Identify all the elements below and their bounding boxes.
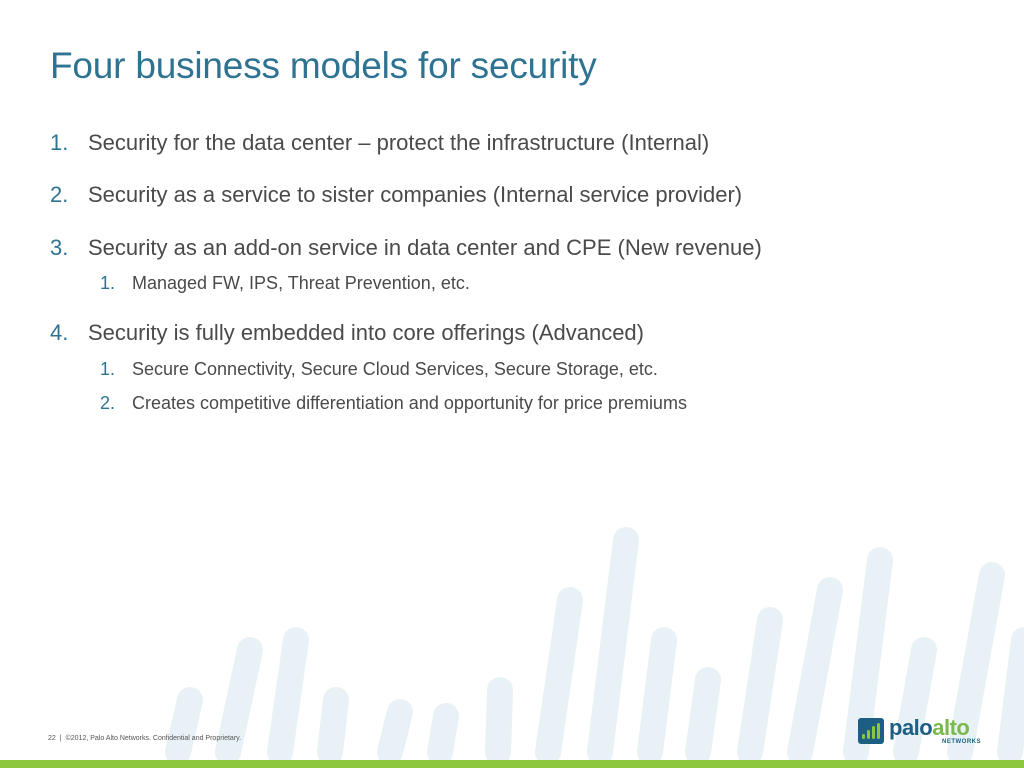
logo-word-palo: palo bbox=[889, 715, 933, 740]
page-number: 22 bbox=[48, 735, 56, 742]
logo-word-alto: alto bbox=[932, 715, 970, 740]
item-text: Security as an add-on service in data ce… bbox=[88, 235, 762, 260]
item-text: Security is fully embedded into core off… bbox=[88, 320, 644, 345]
logo-subtext: NETWORKS bbox=[942, 739, 981, 745]
item-text: Security for the data center – protect t… bbox=[88, 130, 710, 155]
sub-item-text: Creates competitive differentiation and … bbox=[132, 393, 687, 413]
paloalto-logo: paloalto NETWORKS bbox=[858, 715, 988, 748]
item-number: 3. bbox=[50, 235, 69, 260]
copyright-text: ©2012, Palo Alto Networks. Confidential … bbox=[65, 735, 242, 742]
logo-wordmark: paloalto bbox=[889, 715, 970, 741]
item-number: 4. bbox=[50, 320, 69, 345]
sub-item-text: Managed FW, IPS, Threat Prevention, etc. bbox=[132, 273, 470, 293]
footer-separator: | bbox=[59, 735, 62, 742]
item-number: 1. bbox=[50, 130, 69, 155]
item-text: Security as a service to sister companie… bbox=[88, 182, 743, 207]
paloalto-bars-icon bbox=[858, 718, 884, 744]
sub-item-text: Secure Connectivity, Secure Cloud Servic… bbox=[132, 359, 658, 379]
footer: 22|©2012, Palo Alto Networks. Confidenti… bbox=[48, 735, 241, 742]
sub-item-number: 1. bbox=[100, 273, 116, 293]
sub-item-number: 1. bbox=[100, 359, 116, 379]
sub-item-number: 2. bbox=[100, 393, 116, 413]
slide-title: Four business models for security bbox=[50, 45, 597, 86]
item-number: 2. bbox=[50, 182, 69, 207]
bottom-accent-bar bbox=[0, 760, 1024, 768]
